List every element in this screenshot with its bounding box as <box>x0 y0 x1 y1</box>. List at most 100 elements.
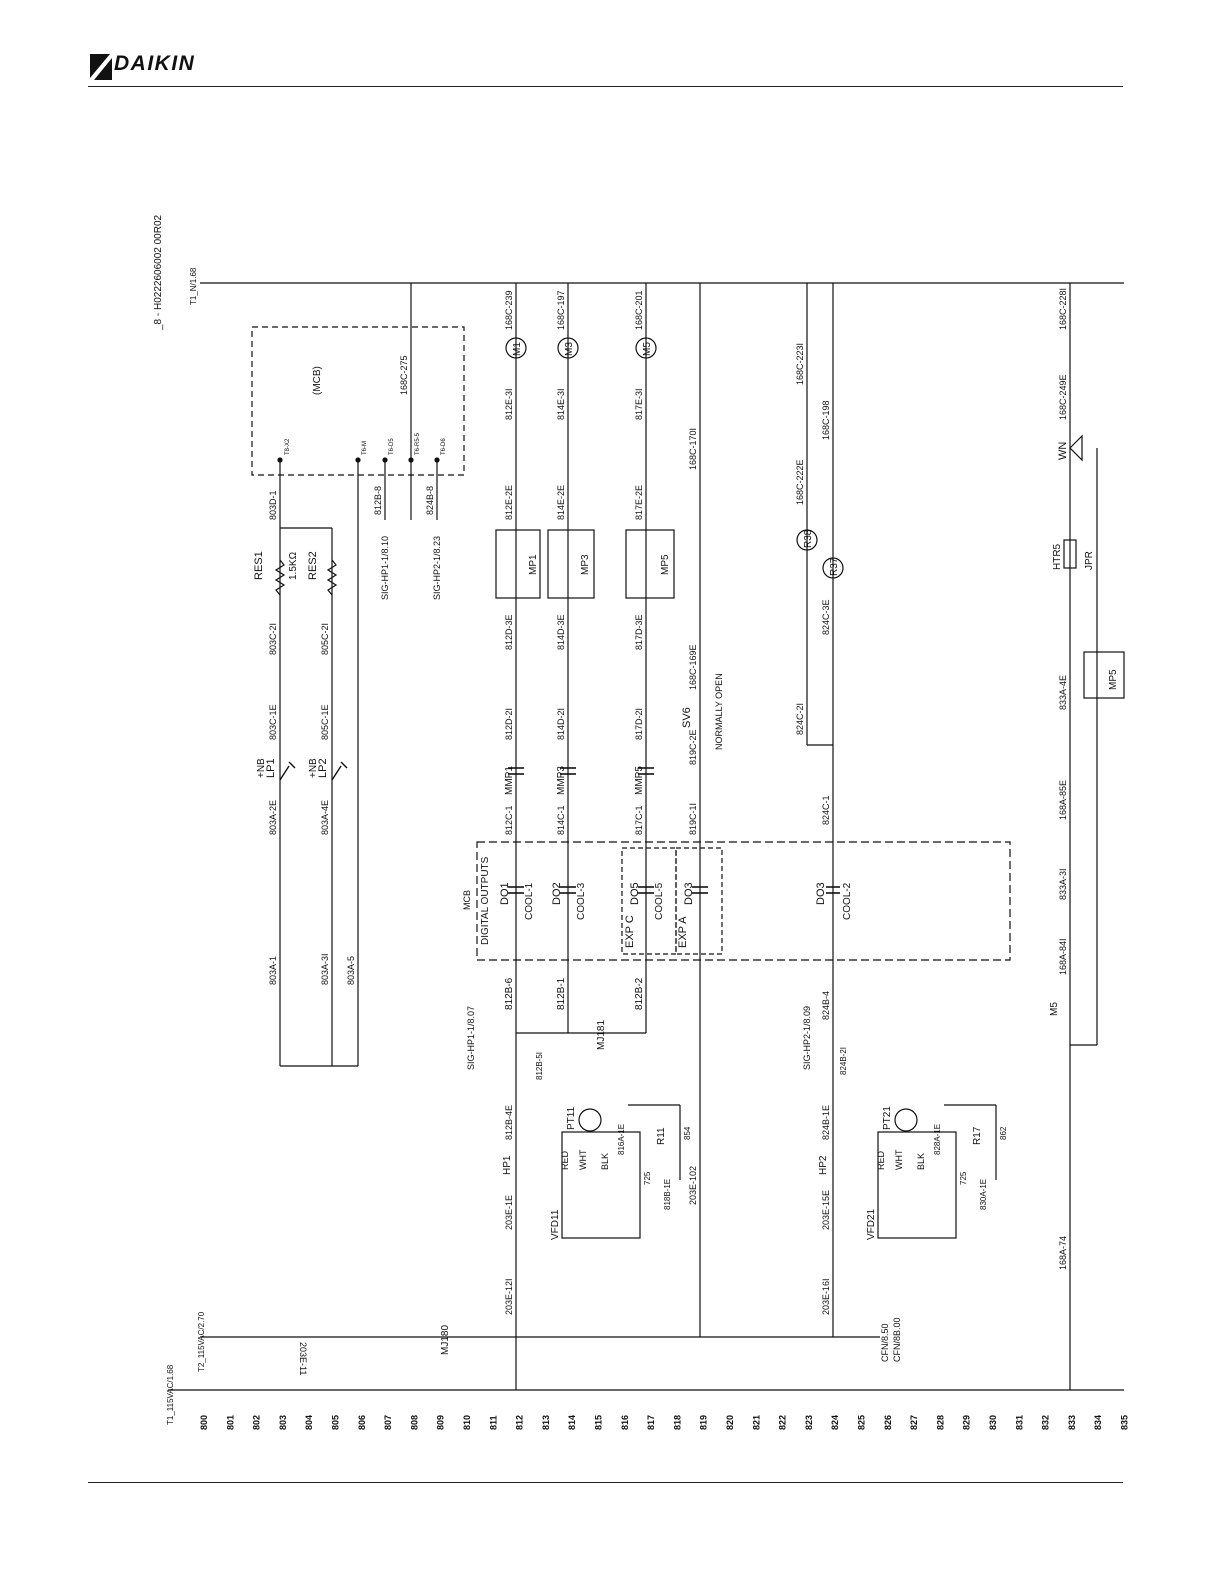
row-number: 831 <box>1014 1415 1024 1430</box>
row-number: 823 <box>804 1415 814 1430</box>
do3a-label: DO3 <box>683 882 695 905</box>
row-number: 816 <box>620 1415 630 1430</box>
label-sig-hp1-807: SIG-HP1-1/8.07 <box>466 1006 476 1070</box>
label-203e-16i: 203E-16I <box>821 1278 831 1315</box>
label-lp1: LP1 <box>265 758 277 778</box>
footer-rule <box>88 1482 1123 1483</box>
label-t1-n: T1_N/1.68 <box>189 267 198 305</box>
row-number: 806 <box>357 1415 367 1430</box>
label-803c-2i: 803C-2I <box>268 623 278 655</box>
node-t6r5 <box>408 457 414 463</box>
lp1-switch-icon <box>279 761 296 781</box>
label-816a-1e: 816A-1E <box>617 1124 626 1155</box>
label-833a-3i: 833A-3I <box>1058 868 1068 900</box>
wire-label-c: 814C-1 <box>556 805 566 835</box>
label-203e-12i: 203E-12I <box>504 1278 514 1315</box>
label-cfn: CFN/8.50 <box>880 1323 890 1362</box>
label-t2-115vac: T2_115VAC/2.70 <box>197 1311 206 1372</box>
label-168c-169e: 168C-169E <box>688 644 698 690</box>
label-m5: M5 <box>642 342 653 356</box>
label-168c-275: 168C-275 <box>399 355 409 395</box>
wire-label-e2: 817E-2E <box>634 485 644 520</box>
label-812b-8: 812B-8 <box>373 486 383 515</box>
mp1-box <box>495 529 541 599</box>
label-htr5: HTR5 <box>1052 543 1063 570</box>
label-exp-c: EXP C <box>624 915 636 948</box>
label-168a-85e: 168A-85E <box>1058 780 1068 820</box>
mp3-box <box>547 529 595 599</box>
row-number: 818 <box>672 1415 682 1430</box>
row-number: 805 <box>331 1415 341 1430</box>
mcb-box-top <box>251 326 465 476</box>
row-number: 819 <box>699 1415 709 1430</box>
row-number: 800 <box>199 1415 209 1430</box>
do-label: DO2 <box>551 882 563 905</box>
do-label: DO5 <box>629 882 641 905</box>
label-803a-3i: 803A-3I <box>320 953 330 985</box>
label-hp1: HP1 <box>502 1155 513 1175</box>
wn-wire-nut-icon <box>1069 434 1083 462</box>
cool-label: COOL-3 <box>576 882 587 920</box>
row-number: 804 <box>304 1415 314 1430</box>
row-number: 808 <box>409 1415 419 1430</box>
row-number: 834 <box>1093 1415 1103 1430</box>
mmp-label: MMP1 <box>504 766 515 795</box>
row-number: 828 <box>935 1415 945 1430</box>
label-sig-hp2-823: SIG-HP2-1/8.23 <box>432 536 442 600</box>
row-number: 810 <box>462 1415 472 1430</box>
label-805c-2i: 805C-2I <box>320 623 330 655</box>
label-824b-4: 824B-4 <box>821 991 831 1020</box>
row-number: 812 <box>515 1415 525 1430</box>
label-r11: R11 <box>656 1127 667 1145</box>
label-833a-4e: 833A-4E <box>1058 675 1068 710</box>
row-number: 809 <box>436 1415 446 1430</box>
wire-label-d3: 817D-3E <box>634 614 644 650</box>
do-label: DO1 <box>499 882 511 905</box>
label-203e-11: 203E-11 <box>298 1342 308 1375</box>
label-r37: R37 <box>829 557 840 576</box>
label-818b-1e: 818B-1E <box>663 1179 672 1210</box>
wire-label-c: 817C-1 <box>634 805 644 835</box>
label-lp2: LP2 <box>317 758 329 778</box>
label-168c-223i: 168C-223I <box>795 343 805 385</box>
label-r17-ref: 862 <box>999 1126 1008 1140</box>
label-pt11: PT11 <box>566 1106 577 1130</box>
brand-name: DAIKIN <box>114 52 196 75</box>
label-t6-r5: T6-R5-5 <box>415 432 421 455</box>
pt21-transducer-icon <box>894 1108 918 1132</box>
label-mp5-b: MP5 <box>1108 669 1119 690</box>
label-824c-3e: 824C-3E <box>821 599 831 635</box>
label-blk-1: BLK <box>600 1153 610 1170</box>
label-203e-1e: 203E-1E <box>504 1195 514 1230</box>
row-number: 832 <box>1041 1415 1051 1430</box>
wire-label-e2: 814E-2E <box>556 485 566 520</box>
label-803c-1e: 803C-1E <box>268 704 278 740</box>
wire-label-d2: 814D-2I <box>556 708 566 740</box>
label-m1: M1 <box>512 342 523 356</box>
label-812b-6: 812B-6 <box>504 977 515 1010</box>
row-number: 825 <box>857 1415 867 1430</box>
label-res1: RES1 <box>253 551 265 580</box>
lp2-switch-icon <box>331 761 348 781</box>
node-t6m <box>355 457 361 463</box>
node-t6d5 <box>382 457 388 463</box>
motor-rows: 812C-1812D-2I812D-3E812E-2E812E-3I168C-2… <box>499 290 708 920</box>
label-803a-4e: 803A-4E <box>320 800 330 835</box>
drawing-id: _8 - H0222606002 00R02 <box>153 214 164 331</box>
row-number: 815 <box>594 1415 604 1430</box>
label-wht-1: WHT <box>578 1149 588 1170</box>
label-r17: R17 <box>972 1126 983 1145</box>
label-828a-1e: 828A-1E <box>933 1124 942 1155</box>
label-do3-b: DO3 <box>815 882 827 905</box>
label-824c-1: 824C-1 <box>821 795 831 825</box>
label-sig-hp2-809: SIG-HP2-1/8.09 <box>802 1006 812 1070</box>
label-168c-228i: 168C-228I <box>1058 288 1068 330</box>
mmp-label: MMP5 <box>634 766 645 795</box>
mcb-digital-outputs-box <box>476 841 1011 961</box>
label-jpr: JPR <box>1084 551 1095 570</box>
row-number: 807 <box>383 1415 393 1430</box>
htr5-heater-icon <box>1063 539 1077 569</box>
label-803a-5: 803A-5 <box>346 956 356 985</box>
